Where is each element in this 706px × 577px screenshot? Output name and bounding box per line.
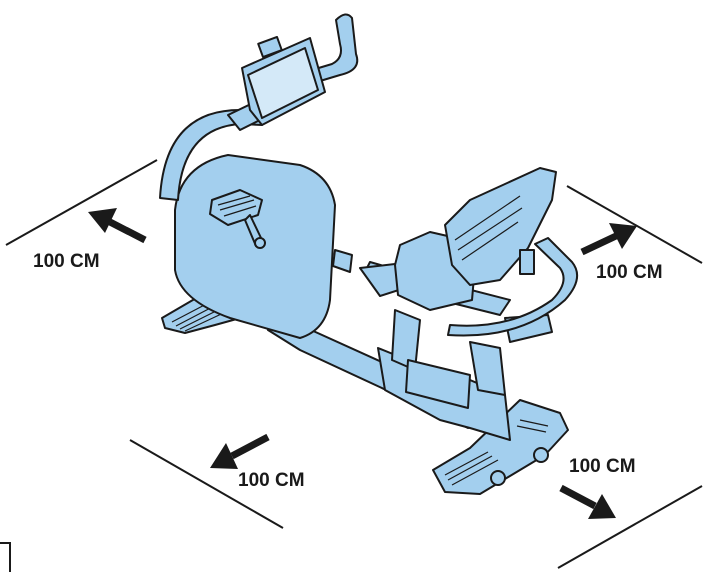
front-wheel-left xyxy=(490,470,506,486)
clearance-label-front-right: 100 CM xyxy=(569,456,636,477)
handlebar-top xyxy=(284,13,359,91)
storage-box xyxy=(405,359,471,409)
pedal-ridges xyxy=(217,195,257,217)
clearance-label-front-left: 100 CM xyxy=(238,470,305,491)
arrow-right-icon xyxy=(580,223,637,256)
housing-foot xyxy=(332,249,353,273)
boundary-front-left xyxy=(129,439,284,529)
seat-handle-loop xyxy=(447,237,579,337)
crank-hub xyxy=(254,237,266,249)
boundary-front-right xyxy=(557,485,703,569)
seat-back xyxy=(444,167,557,286)
boundary-lines xyxy=(0,159,703,572)
seat-back-ridges xyxy=(454,195,523,261)
front-wheel-right xyxy=(533,447,549,463)
boundary-right xyxy=(566,185,703,264)
arrows xyxy=(88,208,637,519)
arrow-front-left-icon xyxy=(210,433,270,469)
seat-adjust-knob xyxy=(519,249,535,275)
clearance-label-left: 100 CM xyxy=(33,251,100,272)
clearance-label-right: 100 CM xyxy=(596,262,663,283)
seat-post xyxy=(469,341,506,396)
exercise-bike-illustration xyxy=(159,13,579,495)
arrow-left-icon xyxy=(88,208,147,244)
boundary-left xyxy=(5,159,158,246)
front-foot-ridges xyxy=(444,419,549,486)
console-clip xyxy=(257,36,283,58)
arrow-front-right-icon xyxy=(559,484,616,519)
console-screen xyxy=(247,47,319,119)
corner-mark xyxy=(0,542,11,572)
